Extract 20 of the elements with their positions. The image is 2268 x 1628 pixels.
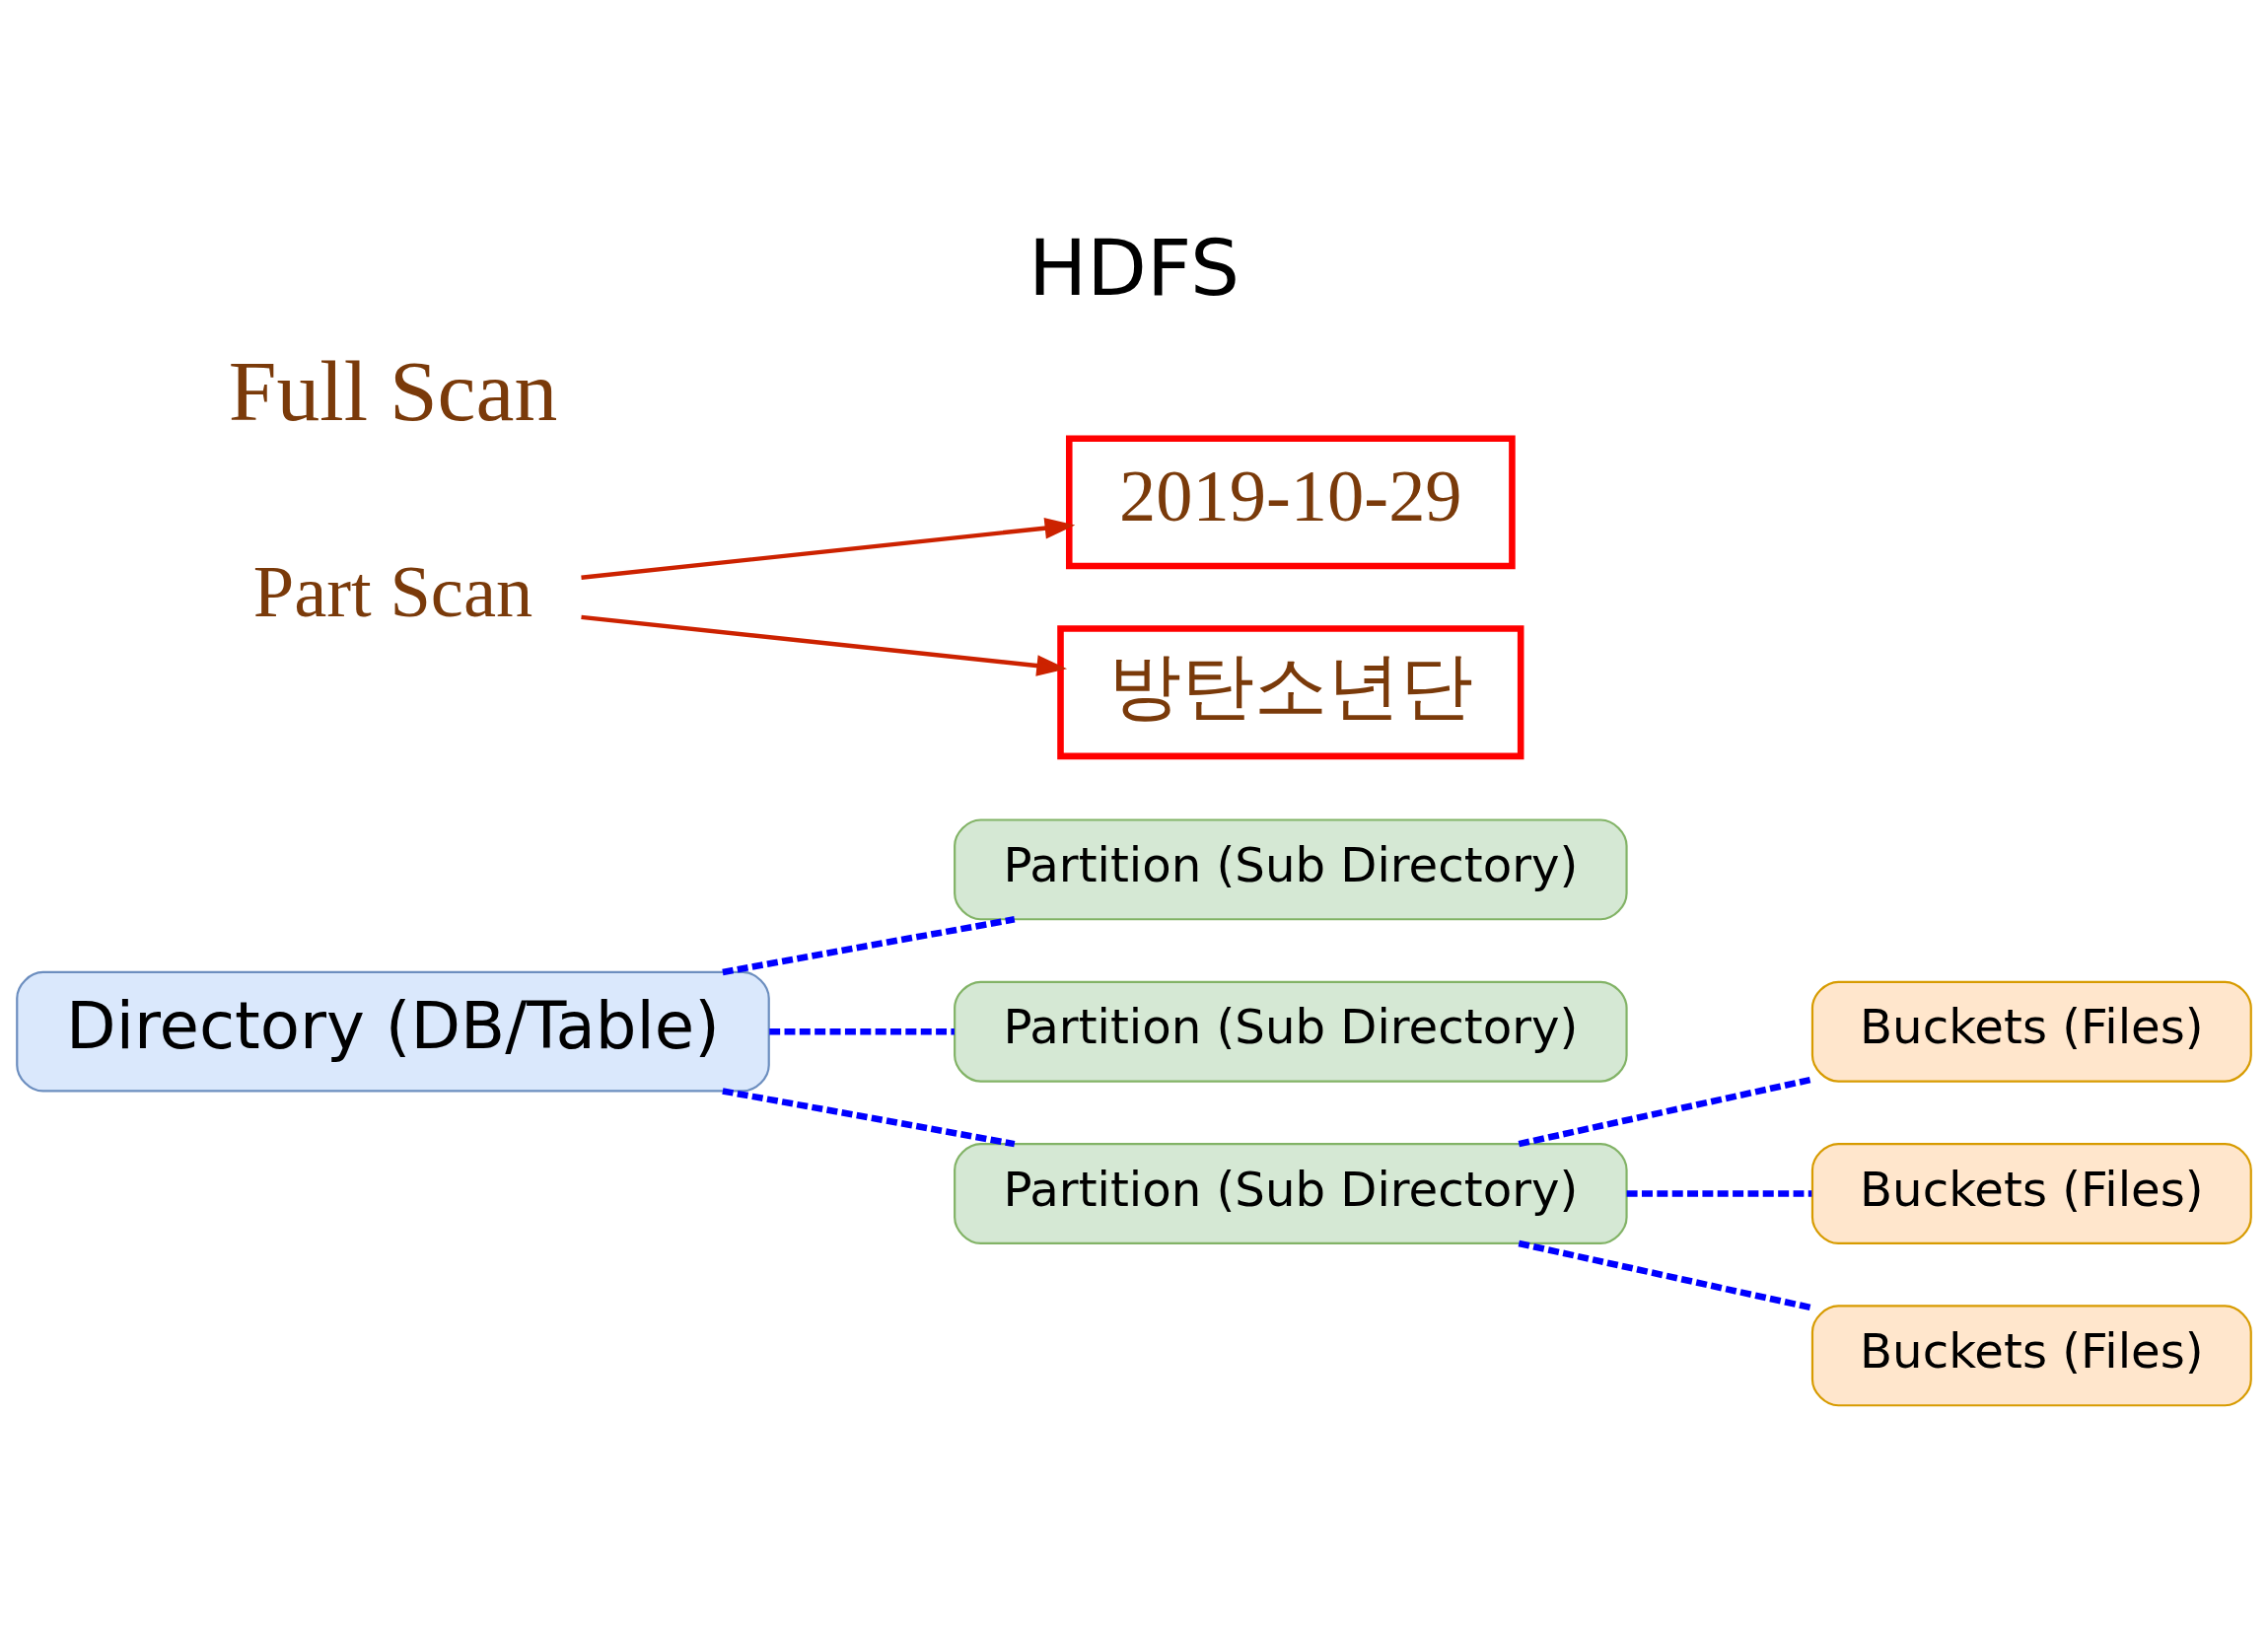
diagram-title: HDFS	[1028, 222, 1240, 314]
node-text: Part Scan	[252, 550, 533, 632]
node-box: Partition (Sub Directory)	[954, 817, 1628, 920]
connector	[722, 915, 1016, 975]
node-box: Buckets (Files)	[1810, 1142, 2252, 1244]
node-box: 방탄소년단	[1057, 624, 1524, 759]
label: Full Scan	[228, 342, 558, 439]
node-box: 2019-10-29	[1066, 435, 1516, 569]
connector	[722, 1087, 1016, 1147]
node-box: Directory (DB/Table)	[16, 970, 770, 1093]
connector	[1626, 1189, 1812, 1197]
node-box: Partition (Sub Directory)	[954, 980, 1628, 1083]
arrow	[581, 517, 1076, 580]
arrow	[581, 614, 1068, 676]
node-box: Buckets (Files)	[1810, 980, 2252, 1083]
node-box: Buckets (Files)	[1810, 1304, 2252, 1406]
connector	[1518, 1075, 1813, 1147]
connector	[769, 1027, 955, 1034]
node-box: Partition (Sub Directory)	[954, 1142, 1628, 1244]
connector	[1518, 1239, 1813, 1311]
